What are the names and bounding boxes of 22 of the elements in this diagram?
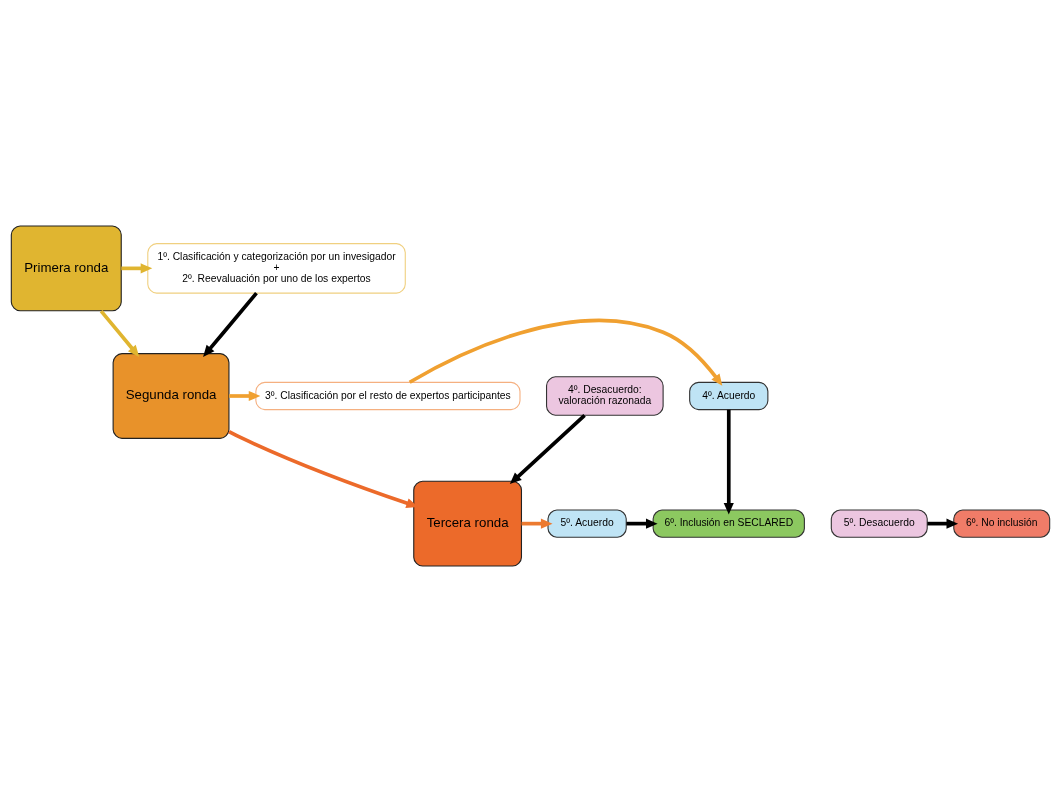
arrow — [927, 518, 959, 529]
arrow — [203, 291, 258, 357]
arrow — [626, 518, 658, 529]
node-box: 6º. No inclusión — [953, 508, 1051, 538]
node-box: 3º. Clasificación por el resto de expertos participantes — [255, 381, 521, 410]
arrow — [509, 413, 586, 484]
node-box: Segunda ronda — [112, 352, 230, 439]
node-box: 4º. Desacuerdo: valoración razonada — [546, 375, 664, 416]
node-box: 6º. Inclusión en SECLARED — [652, 508, 805, 538]
node-box: Tercera ronda — [413, 480, 522, 567]
arrow — [228, 429, 418, 508]
arrow — [408, 318, 723, 386]
node-box: Primera ronda — [10, 224, 122, 311]
node-box: 5º. Desacuerdo — [830, 508, 928, 538]
arrow — [99, 309, 140, 357]
arrow — [229, 390, 261, 401]
node-box: 1º. Clasificación y categorización por un invesigador + 2º. Reevaluación por uno de los expertos — [147, 242, 406, 294]
node-box: 4º. Acuerdo — [689, 381, 769, 410]
arrow — [723, 409, 734, 515]
arrow — [121, 262, 153, 273]
arrow — [521, 518, 553, 529]
node-box: 5º. Acuerdo — [547, 508, 627, 538]
